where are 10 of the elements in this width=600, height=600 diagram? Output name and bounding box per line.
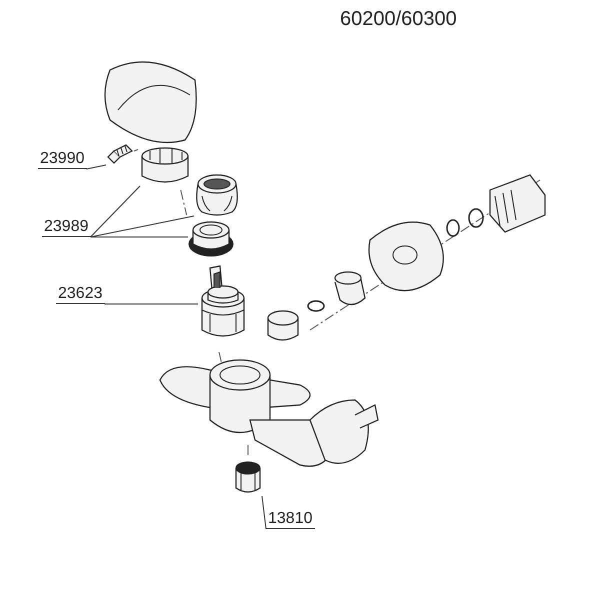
leader-line bbox=[90, 236, 188, 238]
part-number: 13810 bbox=[266, 510, 314, 529]
leader-line bbox=[90, 186, 140, 238]
leader-line bbox=[262, 496, 266, 530]
leader-line bbox=[90, 216, 194, 238]
leader-line bbox=[86, 164, 106, 170]
part-number: 23990 bbox=[38, 150, 86, 169]
part-number: 23623 bbox=[56, 285, 104, 304]
drawing-number: 60200/60300 bbox=[340, 8, 457, 31]
part-number: 23989 bbox=[42, 218, 90, 237]
